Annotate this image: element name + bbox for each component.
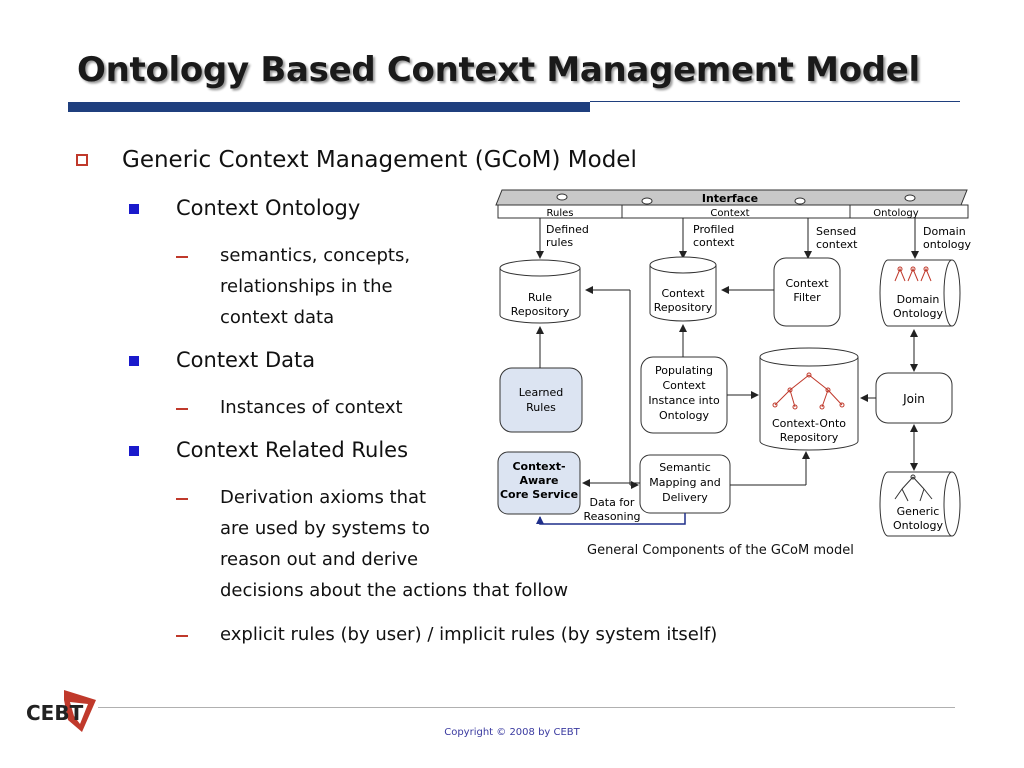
domain-ontology-node: Domain Ontology xyxy=(879,259,961,327)
rules-tab-label: Rules xyxy=(547,208,574,219)
node-label: Learned xyxy=(519,386,564,399)
node-label: Context xyxy=(661,287,705,300)
data-for-reasoning-label: Reasoning xyxy=(583,510,640,523)
node-label: Join xyxy=(902,392,925,406)
tree-icon xyxy=(894,474,933,502)
square-bullet-icon xyxy=(129,356,139,366)
data-for-reasoning-label: Data for xyxy=(590,496,635,509)
profiled-context-label: context xyxy=(693,236,735,249)
node-label: Ontology xyxy=(893,519,943,532)
logo-text: CEBT xyxy=(26,701,84,725)
text-line: Derivation axioms that xyxy=(220,487,427,508)
node-label: Instance into xyxy=(648,394,720,407)
node-label: Filter xyxy=(793,291,821,304)
square-bullet-icon xyxy=(129,446,139,456)
node-label: Rule xyxy=(528,291,552,304)
context-filter-node: Context Filter xyxy=(773,257,841,327)
hollow-square-bullet-icon xyxy=(76,154,88,166)
node-label: Populating xyxy=(655,364,713,377)
defined-rules-label: Defined xyxy=(546,223,589,236)
sensed-context-label: Sensed xyxy=(816,225,856,238)
node-label: Domain xyxy=(897,293,940,306)
main-bullet: Generic Context Management (GCoM) Model xyxy=(76,147,637,173)
text-line: semantics, concepts, xyxy=(220,245,411,266)
join-node: Join xyxy=(875,372,953,424)
copyright-text: Copyright © 2008 by CEBT xyxy=(444,727,580,738)
dash-bullet-icon xyxy=(176,635,188,637)
square-bullet-icon xyxy=(129,204,139,214)
node-label: Ontology xyxy=(659,409,709,422)
sub-bullet-context-ontology: Context Ontology xyxy=(176,196,361,220)
populating-node: Populating Context Instance into Ontolog… xyxy=(640,356,728,434)
connector-arrows xyxy=(536,286,918,489)
node-label: Semantic xyxy=(659,461,711,474)
generic-ontology-node: Generic Ontology xyxy=(879,471,961,537)
sub-sub-bullet-derivation: Derivation axioms that are used by syste… xyxy=(220,482,568,606)
text-line: reason out and derive xyxy=(220,549,419,570)
dash-bullet-icon xyxy=(176,498,188,500)
title-underline-bar xyxy=(68,102,590,112)
page-title: Ontology Based Context Management Model xyxy=(77,50,920,90)
node-label: Context xyxy=(785,277,829,290)
node-label: Mapping and xyxy=(649,476,720,489)
diagram-caption: General Components of the GCoM model xyxy=(587,543,854,558)
node-label: Repository xyxy=(654,301,713,314)
tree-icon xyxy=(772,372,845,410)
sub-bullet-context-data: Context Data xyxy=(176,348,316,372)
title-underline-rule xyxy=(590,101,960,102)
node-label: Delivery xyxy=(662,491,708,504)
text-line: Instances of context xyxy=(220,397,403,418)
node-label: Rules xyxy=(526,401,556,414)
domain-ontology-label: Domain xyxy=(923,225,966,238)
node-label: Core Service xyxy=(500,488,578,501)
interface-label: Interface xyxy=(702,192,758,205)
node-label: Repository xyxy=(511,305,570,318)
data-for-reasoning-arrow xyxy=(536,513,686,525)
footer-divider xyxy=(98,707,955,708)
sub-sub-bullet-instances: Instances of context xyxy=(220,392,403,423)
context-repository-node: Context Repository xyxy=(649,256,717,322)
context-aware-core-service-node: Context- Aware Core Service xyxy=(497,451,581,515)
context-onto-repository-node: Context-Onto Repository xyxy=(759,347,859,451)
node-label: Aware xyxy=(520,474,559,487)
text-line: relationships in the xyxy=(220,276,393,297)
sub-bullet-context-rules: Context Related Rules xyxy=(176,438,409,462)
gcom-components-diagram: Interface Rules Context Ontology Defined… xyxy=(495,189,972,537)
text-line: decisions about the actions that follow xyxy=(220,580,569,601)
main-bullet-text: Generic Context Management (GCoM) Model xyxy=(122,147,637,173)
defined-rules-label: rules xyxy=(546,236,573,249)
node-label: Context- xyxy=(512,460,565,473)
rule-repository-node: Rule Repository xyxy=(499,259,581,324)
text-line: context data xyxy=(220,307,335,328)
tree-icon xyxy=(894,266,932,282)
node-label: Generic xyxy=(897,505,940,518)
sub-sub-bullet-explicit-rules: explicit rules (by user) / implicit rule… xyxy=(220,624,718,645)
text-line: are used by systems to xyxy=(220,518,430,539)
dash-bullet-icon xyxy=(176,256,188,258)
semantic-mapping-node: Semantic Mapping and Delivery xyxy=(639,454,731,514)
sub-sub-bullet-semantics: semantics, concepts, relationships in th… xyxy=(220,240,410,333)
node-label: Context xyxy=(662,379,706,392)
interface-bar: Interface Rules Context Ontology xyxy=(495,189,969,219)
domain-ontology-label: ontology xyxy=(923,238,972,251)
node-label: Context-Onto xyxy=(772,417,846,430)
sensed-context-label: context xyxy=(816,238,858,251)
context-tab-label: Context xyxy=(710,208,749,219)
node-label: Repository xyxy=(780,431,839,444)
dash-bullet-icon xyxy=(176,408,188,410)
node-label: Ontology xyxy=(893,307,943,320)
ontology-tab-label: Ontology xyxy=(873,208,918,219)
cebt-logo: CEBT xyxy=(26,690,96,732)
learned-rules-node: Learned Rules xyxy=(499,367,583,433)
profiled-context-label: Profiled xyxy=(693,223,734,236)
